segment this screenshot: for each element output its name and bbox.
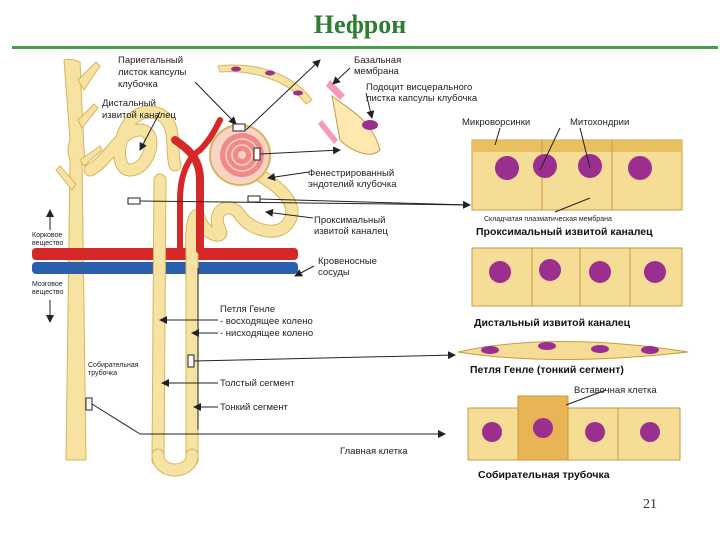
label-vessels-2: сосуды [318,267,350,278]
label-fenestrated-2: эндотелий клубочка [308,179,397,190]
label-proximal-tubule: Проксимальный извитой каналец [314,215,388,237]
label-proximal-2: извитой каналец [314,226,388,237]
label-podocyte: Подоцит висцерального листка капсулы клу… [366,82,478,104]
henle-loop-panel [457,341,689,360]
label-parietal-1: Париетальный [118,55,183,66]
label-medulla-1: Мозговое [32,281,63,288]
label-fenestrated-1: Фенестрированный [308,168,394,179]
label-cortex: Корковое вещество [32,232,63,247]
label-intercalated-cell: Вставочная клетка [574,385,657,396]
label-henle-2: - восходящее колено [220,316,313,327]
label-collecting-2: трубочка [88,369,117,377]
podocyte-drawing [318,80,381,155]
label-podocyte-1: Подоцит висцерального [366,82,472,93]
label-parietal-2: листок капсулы [118,67,187,78]
collecting-duct-panel [467,395,681,461]
leader-lines [46,59,607,438]
label-parietal: Париетальный листок капсулы клубочка [118,55,187,90]
panel-title-henle: Петля Генле (тонкий сегмент) [470,364,624,376]
label-basal-membrane: Базальная мембрана [354,55,401,77]
label-vessels-1: Кровеносные [318,256,377,267]
label-cortex-2: вещество [32,240,63,247]
label-microvilli: Микроворсинки [462,117,530,128]
parietal-layer-drawing [217,64,313,105]
panel-title-distal: Дистальный извитой каналец [474,317,631,329]
label-henle-1: Петля Генле [220,304,275,315]
label-parietal-3: клубочка [118,79,158,90]
label-distal-1: Дистальный [102,98,156,109]
label-blood-vessels: Кровеносные сосуды [318,256,377,278]
label-thick-segment: Толстый сегмент [220,378,295,389]
label-medulla: Мозговое вещество [32,281,63,296]
label-basal-1: Базальная [354,55,401,66]
glomerulus [209,124,271,186]
label-medulla-2: вещество [32,289,63,296]
page-title: Нефрон [313,10,407,39]
glomerular-vessels [171,117,223,254]
label-distal-tubule: Дистальный извитой каналец [102,98,176,121]
label-cortex-1: Корковое [32,232,62,239]
label-distal-2: извитой каналец [102,110,176,121]
label-folded-membrane: Складчатая плазматическая мембрана [484,215,612,223]
label-henle-loop: Петля Генле - восходящее колено - нисход… [220,304,313,339]
label-collecting-duct-small: Собирательная трубочка [88,361,139,377]
title-divider [12,46,718,49]
distal-tubule-panel [471,247,683,307]
label-podocyte-2: листка капсулы клубочка [366,93,478,104]
label-proximal-1: Проксимальный [314,215,385,226]
page-number: 21 [643,497,657,512]
label-basal-2: мембрана [354,66,399,77]
label-collecting-1: Собирательная [88,361,139,369]
label-henle-3: - нисходящее колено [220,328,313,339]
panel-title-collecting: Собирательная трубочка [478,469,610,481]
label-fenestrated: Фенестрированный эндотелий клубочка [308,168,397,190]
proximal-tubule-panel [471,139,683,211]
label-mitochondria: Митохондрии [570,117,629,128]
label-principal-cell: Главная клетка [340,446,408,457]
panel-title-proximal: Проксимальный извитой каналец [476,226,653,238]
label-thin-segment: Тонкий сегмент [220,402,289,413]
